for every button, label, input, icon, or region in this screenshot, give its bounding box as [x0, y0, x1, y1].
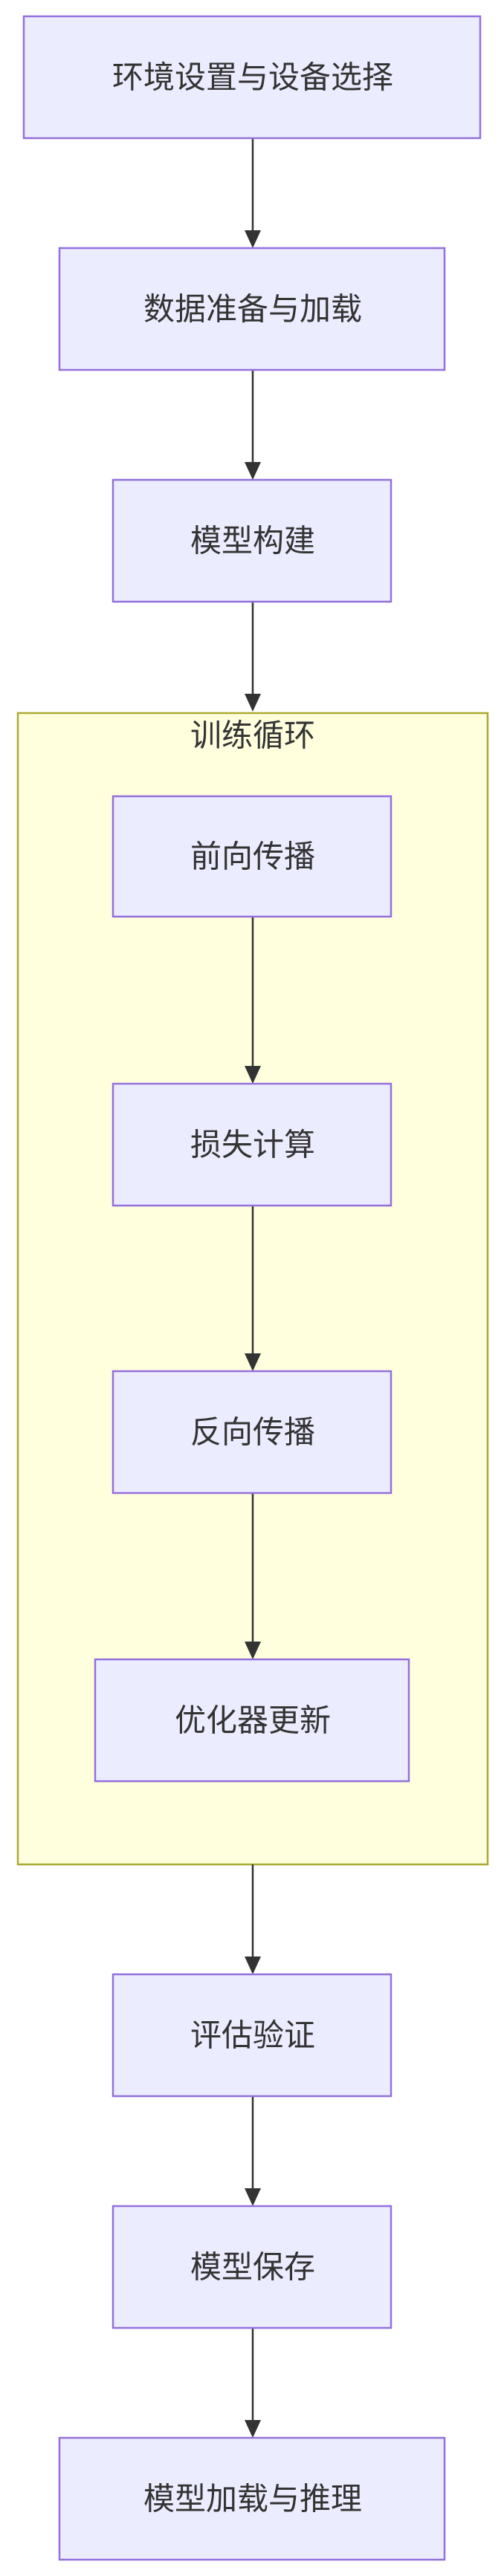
node-model-build: 模型构建: [112, 478, 392, 603]
cluster-training-loop-label: 训练循环: [190, 718, 315, 754]
edge-forward-to-loss: [245, 917, 261, 1084]
edge-env-to-data: [245, 138, 261, 248]
node-save: 模型保存: [112, 2205, 392, 2329]
edge-save-to-load: [245, 2328, 261, 2438]
edges: [245, 138, 261, 2438]
edge-validate-to-save: [245, 2096, 261, 2206]
node-optimizer: 优化器更新: [94, 1658, 410, 1783]
node-backward: 反向传播: [112, 1370, 392, 1494]
node-data-prep: 数据准备与加载: [58, 247, 446, 371]
edge-data-to-model: [245, 370, 261, 480]
node-forward: 前向传播: [112, 795, 392, 918]
node-optimizer-label: 优化器更新: [175, 1702, 331, 1739]
node-save-label: 模型保存: [190, 2249, 315, 2286]
node-loss: 损失计算: [112, 1082, 392, 1207]
node-validate-label: 评估验证: [190, 2017, 315, 2054]
edge-model-to-forward: [245, 602, 261, 712]
edge-cluster-to-validate: [245, 1864, 261, 1974]
node-data-prep-label: 数据准备与加载: [143, 291, 362, 328]
node-validate: 评估验证: [112, 1973, 392, 2098]
node-backward-label: 反向传播: [190, 1414, 315, 1451]
node-load-infer-label: 模型加载与推理: [143, 2481, 362, 2517]
node-load-infer: 模型加载与推理: [58, 2436, 446, 2561]
node-env-setup-label: 环境设置与设备选择: [112, 59, 393, 96]
node-forward-label: 前向传播: [190, 839, 315, 875]
node-model-build-label: 模型构建: [190, 523, 315, 559]
edge-backward-to-optimizer: [245, 1493, 261, 1659]
edge-loss-to-backward: [245, 1206, 261, 1371]
node-loss-label: 损失计算: [190, 1127, 315, 1163]
node-env-setup: 环境设置与设备选择: [22, 15, 482, 140]
